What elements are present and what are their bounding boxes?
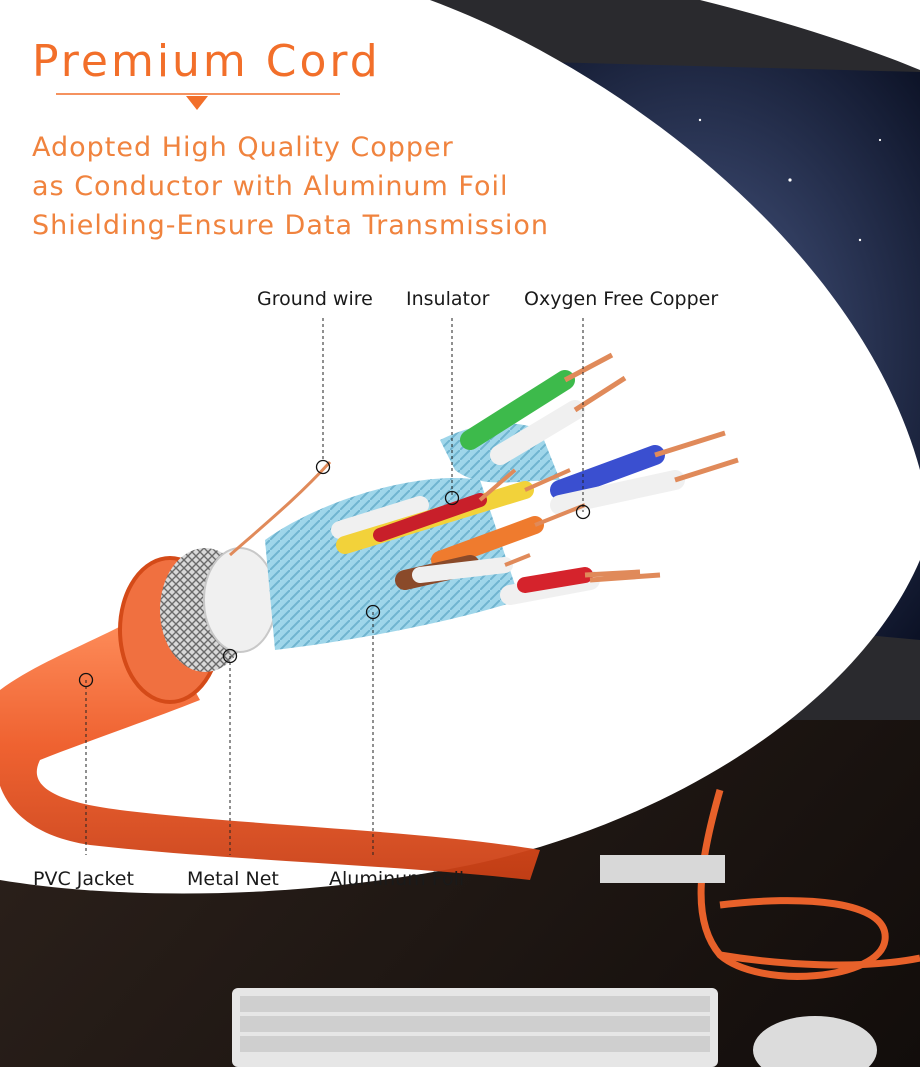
subtitle: Adopted High Quality Copper as Conductor… — [32, 128, 549, 245]
label-insulator: Insulator — [406, 288, 490, 310]
divider-arrow-icon — [186, 96, 208, 110]
cable-illustration — [0, 352, 739, 880]
keyboard — [232, 988, 718, 1067]
insulator-marker — [444, 490, 460, 506]
label-aluminum-foil: Aluminum Foil — [329, 868, 465, 890]
pvc-jacket-marker — [78, 672, 94, 688]
wire-orange — [431, 503, 586, 569]
panel-corner — [700, 0, 920, 70]
wire-yellow-red — [331, 468, 571, 554]
metal-net-marker — [222, 648, 238, 664]
aluminum-foil-marker — [365, 604, 381, 620]
label-ground-wire: Ground wire — [257, 288, 373, 310]
wire-red — [500, 567, 661, 605]
label-oxygen-free-copper: Oxygen Free Copper — [524, 288, 719, 310]
desk-cable — [697, 789, 920, 980]
ground-wire-marker — [315, 459, 331, 475]
subtitle-line: Shielding-Ensure Data Transmission — [32, 210, 550, 241]
aluminum-foil-shape — [265, 478, 520, 650]
subtitle-line: as Conductor with Aluminum Foil — [32, 171, 509, 202]
oxygen-free-copper-marker — [575, 504, 591, 520]
callout-markers — [78, 459, 591, 688]
mouse — [753, 1016, 877, 1067]
page-title: Premium Cord — [32, 36, 381, 87]
label-pvc-jacket: PVC Jacket — [33, 868, 134, 890]
desk-item — [600, 855, 725, 883]
callout-lines — [85, 318, 584, 855]
white-shield — [203, 547, 277, 653]
label-metal-net: Metal Net — [187, 868, 279, 890]
wire-brown — [395, 553, 531, 590]
subtitle-line: Adopted High Quality Copper — [32, 132, 454, 163]
wire-blue — [550, 430, 739, 515]
